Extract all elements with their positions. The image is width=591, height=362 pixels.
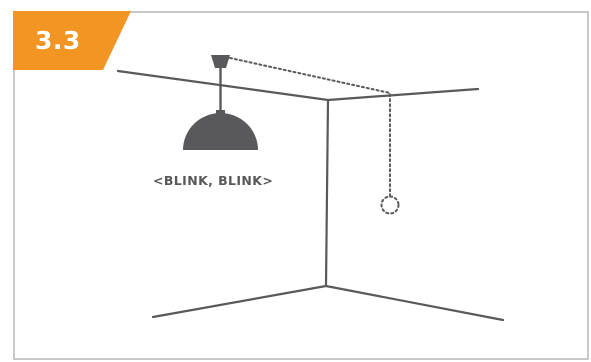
step-number: 3.3 bbox=[35, 26, 81, 55]
lamp-ceiling-canopy bbox=[211, 55, 230, 68]
floor-left-line bbox=[151, 284, 328, 319]
pull-chain-knob bbox=[380, 195, 400, 215]
step-badge: 3.3 bbox=[13, 11, 131, 70]
ceiling-left-line bbox=[116, 69, 330, 102]
wall-corner-line bbox=[324, 98, 330, 288]
step-badge-shape bbox=[13, 11, 131, 70]
pull-chain-switch bbox=[229, 57, 400, 215]
illustration-frame bbox=[13, 11, 589, 360]
pull-chain-wire bbox=[229, 57, 391, 197]
lamp-shade bbox=[183, 113, 258, 150]
blink-caption: <BLINK, BLINK> bbox=[153, 173, 274, 188]
pendant-lamp-icon bbox=[183, 55, 258, 150]
lamp-cord-collar bbox=[216, 110, 225, 116]
ceiling-right-line bbox=[326, 87, 480, 102]
floor-right-line bbox=[324, 284, 505, 322]
